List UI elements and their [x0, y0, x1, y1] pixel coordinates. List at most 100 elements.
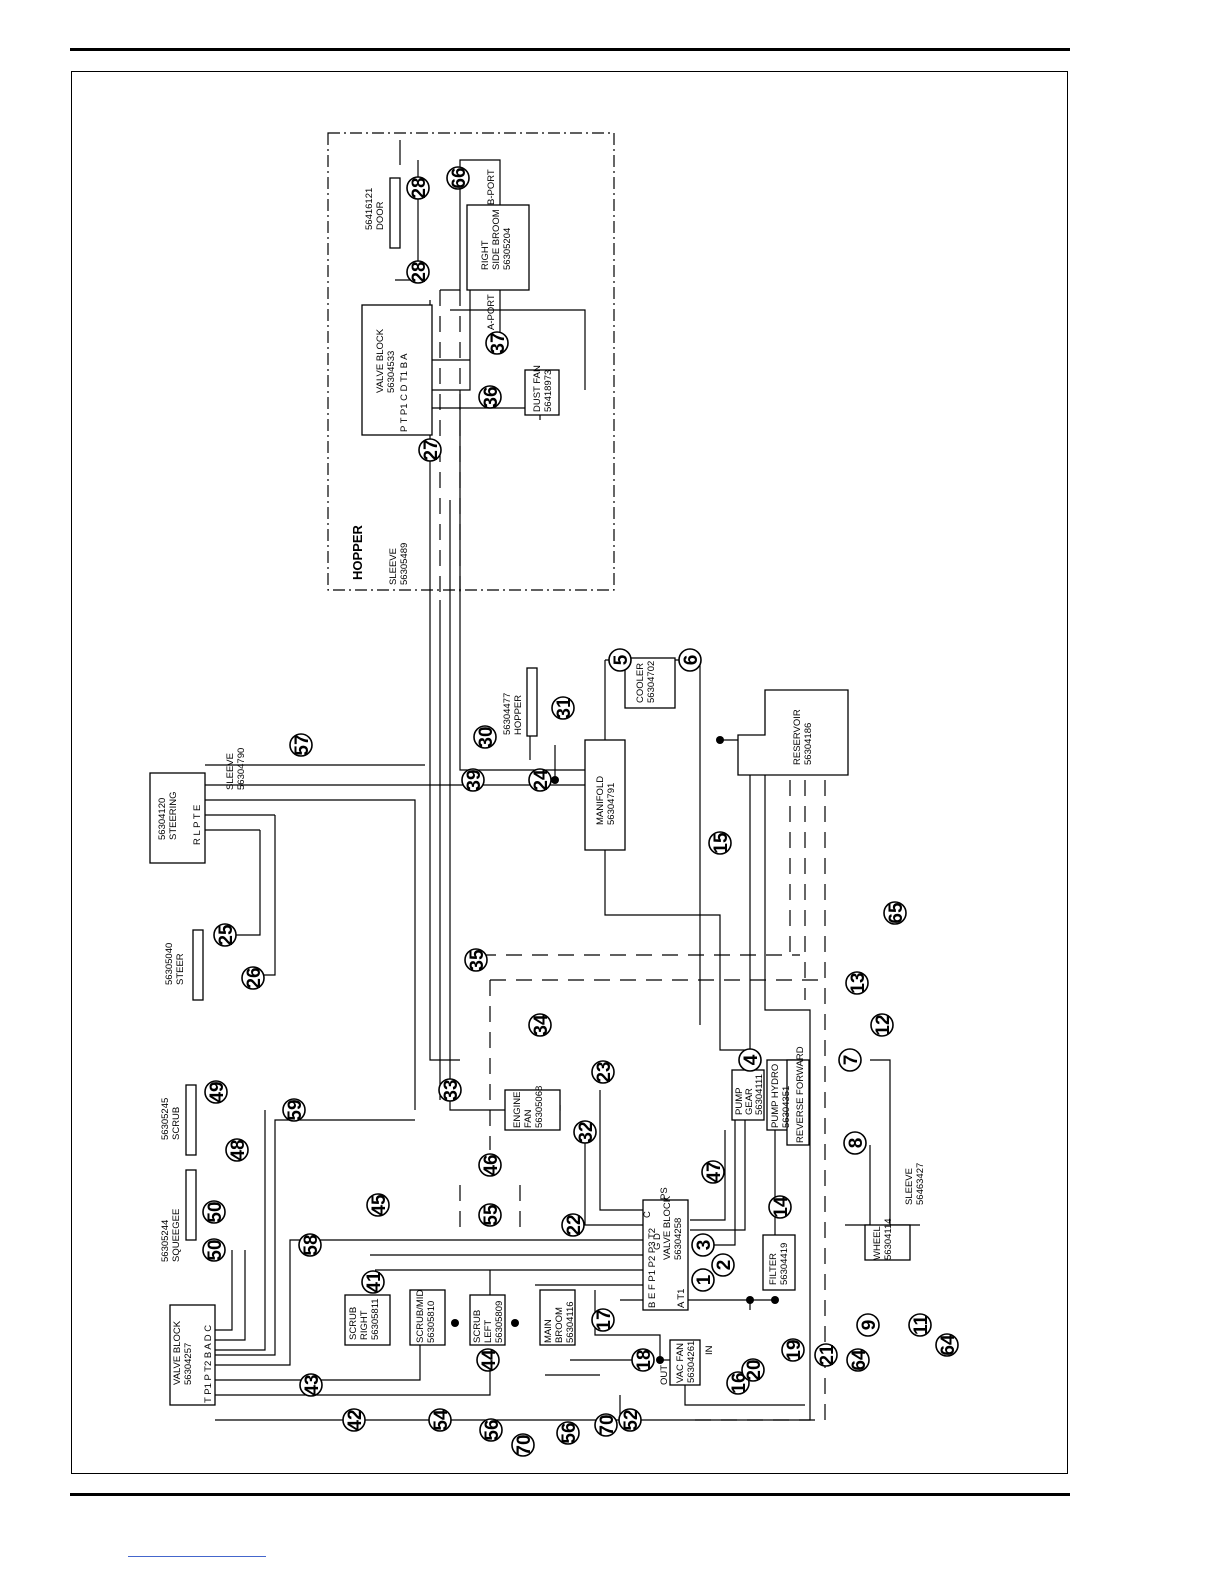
callout-56: 56: [556, 1421, 580, 1445]
callout-circle: [781, 1338, 805, 1362]
callout-9: 9: [856, 1313, 880, 1337]
callout-47: 47: [701, 1160, 725, 1184]
callout-circle: [551, 696, 575, 720]
callout-circle: [438, 1078, 462, 1102]
callout-3: 3: [691, 1233, 715, 1257]
callout-number: 31: [554, 697, 575, 719]
callout-circle: [366, 1193, 390, 1217]
callout-number: 8: [846, 1138, 867, 1149]
callout-13: 13: [845, 971, 869, 995]
callout-66: 66: [446, 166, 470, 190]
callout-number: 35: [467, 949, 488, 971]
callout-number: 26: [244, 967, 265, 988]
callout-number: 34: [531, 1014, 552, 1036]
callout-circle: [845, 971, 869, 995]
callout-circle: [406, 260, 430, 284]
label-b-port: B-PORT: [486, 169, 497, 205]
callout-circle: [528, 1013, 552, 1037]
label-valve-block-hopper: VALVE BLOCK56304533: [375, 328, 397, 393]
callout-circle: [225, 1138, 249, 1162]
callout-circle: [473, 725, 497, 749]
callout-number: 47: [704, 1161, 725, 1182]
callout-number: 39: [464, 769, 485, 790]
label-valve-block-main-ports: B E F P1 P2 P3 T2: [647, 1228, 658, 1308]
label-reservoir: RESERVOIR56304186: [792, 709, 814, 765]
callout-number: 32: [576, 1121, 597, 1142]
callout-circle: [594, 1413, 618, 1437]
callout-number: 57: [292, 734, 313, 755]
label-hopper-cyl: 56304477HOPPER: [502, 693, 524, 735]
callout-circle: [711, 1253, 735, 1277]
callout-number: 64: [849, 1349, 870, 1371]
callout-number: 24: [531, 769, 552, 791]
callout-56: 56: [479, 1418, 503, 1442]
callout-number: 2: [714, 1260, 735, 1271]
callout-57: 57: [289, 733, 313, 757]
callout-circle: [478, 1203, 502, 1227]
callout-number: 13: [848, 972, 869, 993]
label-scrub-cyl: 56305245SCRUB: [160, 1098, 182, 1140]
callout-18: 18: [631, 1348, 655, 1372]
label-steering-ports: R L P T E: [192, 805, 203, 845]
label-squeegee: 56305244SQUEEGEE: [160, 1209, 182, 1262]
callout-number: 6: [681, 655, 702, 666]
callout-27: 27: [418, 438, 442, 462]
callout-circle: [741, 1358, 765, 1382]
callout-64: 64: [935, 1333, 959, 1357]
callout-number: 25: [216, 924, 237, 946]
label-vac-fan-out: OUT: [659, 1365, 670, 1385]
callout-number: 33: [441, 1079, 462, 1100]
callout-circle: [856, 1313, 880, 1337]
callout-number: 3: [694, 1240, 715, 1251]
footer-link-line[interactable]: [128, 1556, 266, 1557]
callout-19: 19: [781, 1338, 805, 1362]
callout-number: 59: [285, 1099, 306, 1120]
callout-circle: [935, 1333, 959, 1357]
callout-circle: [708, 831, 732, 855]
callout-50: 50: [202, 1238, 226, 1262]
callout-circle: [608, 648, 632, 672]
callout-circle: [556, 1421, 580, 1445]
label-sleeve-steering: SLEEVE56304790: [225, 748, 247, 790]
callout-number: 14: [771, 1196, 792, 1218]
callout-35: 35: [464, 948, 488, 972]
callout-number: 41: [364, 1271, 385, 1293]
callout-number: 45: [369, 1194, 390, 1216]
callout-number: 19: [784, 1339, 805, 1360]
callout-64: 64: [846, 1348, 870, 1372]
callout-number: 28: [409, 261, 430, 282]
callout-circle: [883, 901, 907, 925]
callout-number: 37: [488, 332, 509, 353]
callout-46: 46: [478, 1153, 502, 1177]
callout-32: 32: [573, 1120, 597, 1144]
dashed-lines: [439, 290, 826, 1421]
label-wheel: WHEEL56304114: [872, 1218, 894, 1260]
label-dust-fan: DUST FAN56418973: [532, 365, 554, 412]
callout-7: 7: [838, 1048, 862, 1072]
callout-circle: [446, 166, 470, 190]
callout-circle: [591, 1060, 615, 1084]
callout-number: 30: [476, 726, 497, 747]
callout-number: 21: [817, 1344, 838, 1366]
callout-number: 4: [741, 1054, 762, 1065]
callout-number: 42: [345, 1409, 366, 1430]
callout-circle: [282, 1098, 306, 1122]
callout-number: 28: [409, 177, 430, 198]
callout-circle: [561, 1213, 585, 1237]
label-engine-fan: ENGINEFAN56305068: [512, 1086, 545, 1128]
callout-circle: [418, 438, 442, 462]
component-labels: VALVE BLOCK56304533 P T P1 C D T1 B A 56…: [157, 169, 926, 1403]
callout-circle: [479, 1418, 503, 1442]
label-ps: PS: [659, 1187, 670, 1200]
callout-6: 6: [678, 648, 702, 672]
callout-26: 26: [241, 966, 265, 990]
callout-number: 56: [482, 1419, 503, 1440]
callout-number: 1: [694, 1274, 715, 1285]
callout-65: 65: [883, 901, 907, 925]
callout-circle: [814, 1343, 838, 1367]
junction-dots: [451, 736, 779, 1364]
callout-circle: [618, 1408, 642, 1432]
callout-30: 30: [473, 725, 497, 749]
